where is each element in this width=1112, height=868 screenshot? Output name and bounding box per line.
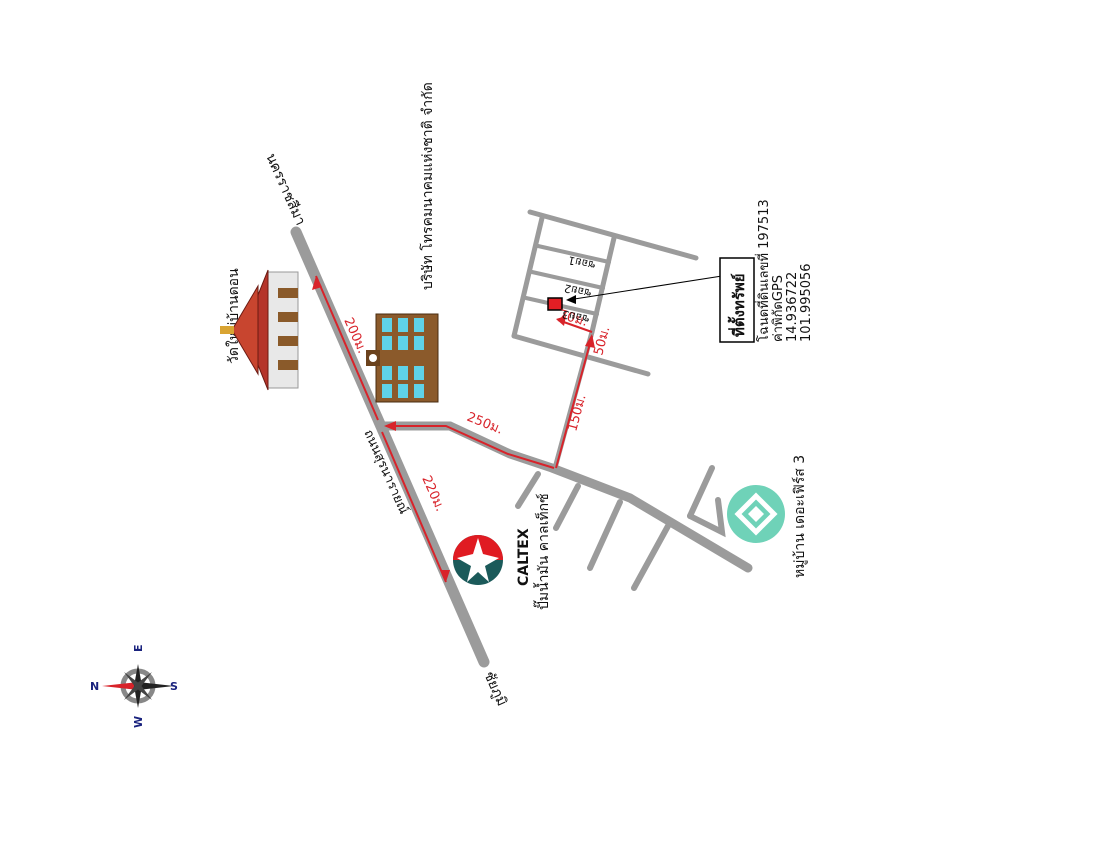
branch-road bbox=[631, 523, 671, 591]
route-segment bbox=[381, 431, 447, 583]
caltex-station-label: ปั๊มน้ำมัน คาลเท็กซ์ bbox=[533, 493, 552, 610]
callout-arrow bbox=[566, 295, 576, 304]
main-road-south-label: ชัยภูมิ bbox=[480, 669, 509, 709]
branch-road bbox=[587, 499, 623, 571]
grid-road bbox=[527, 209, 699, 261]
compass-s: S bbox=[170, 680, 178, 693]
village-logo-icon bbox=[727, 485, 785, 543]
distance-label: 50ม. bbox=[591, 325, 613, 357]
soi-1-label: ซอย1 bbox=[567, 253, 597, 271]
compass-e: E bbox=[132, 644, 145, 652]
route-segment bbox=[315, 275, 379, 421]
property-gps-label: ค่าพิกัดGPS bbox=[771, 275, 786, 342]
caltex-logo-icon: CALTEX bbox=[453, 528, 532, 586]
distance-label: 150ม. bbox=[565, 393, 589, 433]
property-info: ที่ตั้งทรัพย์ โฉนดที่ดินเลขที่ 197513 ค่… bbox=[719, 199, 814, 343]
route-segment bbox=[386, 425, 555, 469]
route-arrow bbox=[585, 334, 595, 348]
property-title-box bbox=[719, 257, 755, 343]
village-road bbox=[687, 465, 715, 519]
route-arrow bbox=[312, 276, 322, 290]
caltex-brand-text: CALTEX bbox=[516, 528, 532, 586]
compass-icon: N E S W bbox=[90, 644, 178, 728]
compass-w: W bbox=[132, 716, 145, 728]
soi-2-road bbox=[530, 270, 605, 290]
village-road bbox=[687, 497, 726, 538]
route-arrow bbox=[556, 316, 566, 326]
main-road-north-label: นครราชสีมา bbox=[262, 151, 308, 228]
soi-1-road bbox=[536, 244, 611, 264]
property-title: ที่ตั้งทรัพย์ bbox=[727, 273, 748, 337]
grid-road bbox=[511, 215, 545, 339]
property-marker bbox=[547, 297, 563, 311]
route-arrow bbox=[440, 570, 450, 582]
branch-road bbox=[515, 471, 541, 509]
distance-label: 220ม. bbox=[418, 474, 447, 514]
soi-3-label: ซอย3 bbox=[561, 307, 591, 325]
village-label: หมู่บ้าน เดอะเฟิร์ส 3 bbox=[791, 455, 808, 578]
telecom-label: บริษัท โทรคมนาคมแห่งชาติ จำกัด bbox=[419, 82, 436, 290]
temple-label: วัดใหม่บ้านดอน bbox=[225, 268, 242, 364]
telecom-building-icon bbox=[366, 313, 439, 403]
route-arrow bbox=[384, 421, 396, 431]
property-lat: 14.936722 bbox=[785, 272, 800, 342]
callout-line bbox=[567, 275, 723, 301]
property-deed: โฉนดที่ดินเลขที่ 197513 bbox=[755, 199, 772, 342]
route-segment bbox=[555, 335, 593, 469]
soi-2-label: ซอย2 bbox=[563, 281, 593, 299]
temple-icon bbox=[220, 269, 299, 391]
compass-n: N bbox=[90, 680, 99, 693]
branch-road bbox=[553, 483, 581, 531]
grid-road bbox=[589, 235, 617, 335]
route-path bbox=[312, 275, 595, 583]
grid-road bbox=[511, 333, 651, 377]
property-lon: 101.995056 bbox=[799, 263, 814, 342]
